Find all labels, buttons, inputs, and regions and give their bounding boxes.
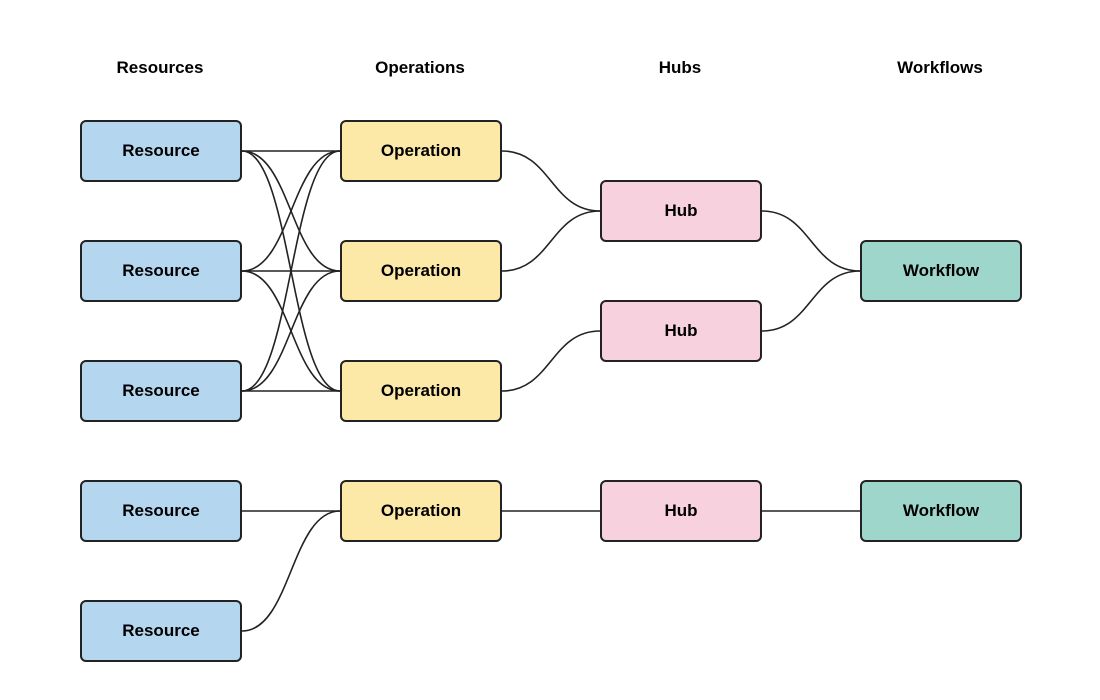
edge-resource-3-to-operation-2 [241,270,341,392]
edge-resource-5-to-operation-4 [241,510,341,632]
edge-resource-2-to-operation-1 [241,150,341,272]
edge-operation-3-to-hub-2 [501,330,601,392]
hub-node-2[interactable]: Hub [600,300,762,362]
resource-node-5[interactable]: Resource [80,600,242,662]
edge-operation-2-to-hub-1 [501,210,601,272]
workflow-node-1[interactable]: Workflow [860,240,1022,302]
resource-node-2[interactable]: Resource [80,240,242,302]
resource-node-3[interactable]: Resource [80,360,242,422]
operation-node-1[interactable]: Operation [340,120,502,182]
operation-node-2[interactable]: Operation [340,240,502,302]
column-header-hubs: Hubs [658,58,702,77]
operation-node-4[interactable]: Operation [340,480,502,542]
edge-operation-1-to-hub-1 [501,150,601,212]
column-header-workflows: Workflows [897,58,983,77]
operation-node-3[interactable]: Operation [340,360,502,422]
edge-resource-3-to-operation-1 [241,150,341,392]
workflow-node-2[interactable]: Workflow [860,480,1022,542]
edge-hub-1-to-workflow-1 [761,210,861,272]
resource-node-1[interactable]: Resource [80,120,242,182]
column-header-operations: Operations [375,58,465,77]
resource-node-4[interactable]: Resource [80,480,242,542]
hub-node-3[interactable]: Hub [600,480,762,542]
hub-node-1[interactable]: Hub [600,180,762,242]
column-header-resources: Resources [116,58,204,77]
edge-hub-2-to-workflow-1 [761,270,861,332]
